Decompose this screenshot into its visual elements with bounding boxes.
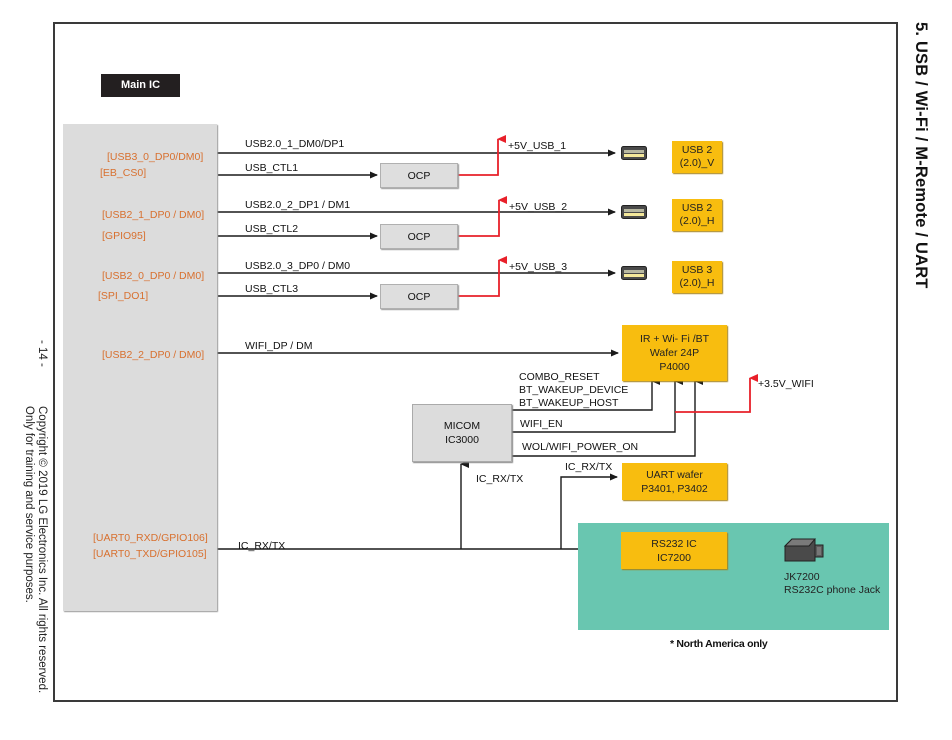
- wifi-block-line: IR + Wi- Fi /BT: [639, 333, 710, 345]
- usb-port-block-3: USB 3 (2.0)_H: [672, 261, 722, 293]
- usb-port-icon: [621, 205, 647, 219]
- footnote: * North America only: [670, 638, 768, 650]
- usb-port-icon: [621, 146, 647, 160]
- bt-wakeup-device-signal: BT_WAKEUP_DEVICE: [519, 384, 629, 396]
- usb2-power-line: [458, 196, 507, 237]
- combo-reset-signal: COMBO_RESET: [519, 371, 600, 383]
- jack-description: RS232C phone Jack: [784, 584, 881, 596]
- main-uart-signal: IC_RX/TX: [238, 540, 286, 552]
- pin-label: [SPI_DO1]: [98, 290, 149, 302]
- wifi-power-label: +3.5V_WIFI: [758, 378, 814, 390]
- ocp-block-3: OCP: [380, 284, 458, 309]
- pin-label: [USB3_0_DP0/DM0]: [107, 151, 204, 163]
- jack-ref: JK7200: [784, 571, 820, 583]
- uart-wafer-signal: IC_RX/TX: [565, 461, 613, 473]
- rs232-ic-block: RS232 IC IC7200: [621, 532, 727, 569]
- usb2-power-label: +5V_USB_2: [509, 201, 568, 213]
- pin-label: [GPIO95]: [102, 230, 146, 242]
- wifi-data-signal: WIFI_DP / DM: [245, 340, 313, 352]
- micom-uart-signal: IC_RX/TX: [476, 473, 524, 485]
- wifi-en-signal: WIFI_EN: [520, 418, 563, 430]
- uart-wafer-line: [560, 473, 618, 549]
- usb-port-name: USB 2: [681, 202, 713, 214]
- usb3-power-line: [458, 256, 507, 297]
- combo-reset-line: [512, 377, 660, 411]
- uart-wafer-name: UART wafer: [646, 468, 703, 481]
- micom-block: MICOM IC3000: [412, 404, 512, 462]
- pin-label: [USB2_1_DP0 / DM0]: [102, 209, 205, 221]
- ocp-block-1: OCP: [380, 163, 458, 188]
- micom-part: IC3000: [445, 434, 479, 446]
- rs232-ic-name: RS232 IC: [651, 537, 697, 550]
- usb3-power-label: +5V_USB_3: [509, 261, 568, 273]
- usb2-data-signal: USB2.0_2_DP1 / DM1: [245, 199, 351, 211]
- wifi-block-line: P4000: [659, 361, 690, 373]
- pin-label: [EB_CS0]: [100, 167, 147, 179]
- wol-line: [512, 377, 703, 457]
- usb1-ctl-signal: USB_CTL1: [245, 162, 299, 174]
- wifi-block-line: Wafer 24P: [649, 347, 700, 359]
- usb-port-type: (2.0)_H: [679, 215, 715, 227]
- usb-port-type: (2.0)_V: [679, 157, 715, 169]
- wifi-en-line: [512, 377, 683, 433]
- usb-port-name: USB 2: [681, 144, 713, 156]
- usb2-ctl-signal: USB_CTL2: [245, 223, 299, 235]
- main-ic-tag: Main IC: [101, 74, 180, 97]
- pin-label: [UART0_TXD/GPIO105]: [93, 548, 207, 560]
- bt-wakeup-host-signal: BT_WAKEUP_HOST: [519, 397, 619, 409]
- usb-port-block-2: USB 2 (2.0)_H: [672, 199, 722, 231]
- usb1-power-label: +5V_USB_1: [508, 140, 567, 152]
- phone-jack-icon: [783, 538, 824, 562]
- pin-label: [USB2_0_DP0 / DM0]: [102, 270, 205, 282]
- uart-wafer-part: P3401, P3402: [641, 482, 708, 495]
- usb-port-name: USB 3: [681, 264, 713, 276]
- usb-port-type: (2.0)_H: [679, 277, 715, 289]
- usb3-ctl-signal: USB_CTL3: [245, 283, 299, 295]
- uart-wafer-block: UART wafer P3401, P3402: [622, 463, 727, 500]
- pin-label: [UART0_RXD/GPIO106]: [93, 532, 208, 544]
- usb1-data-signal: USB2.0_1_DM0/DP1: [245, 138, 345, 150]
- usb3-data-signal: USB2.0_3_DP0 / DM0: [245, 260, 351, 272]
- wifi-power-line: [675, 374, 758, 413]
- usb1-power-line: [458, 135, 506, 176]
- wifi-bt-wafer-block: IR + Wi- Fi /BT Wafer 24P P4000: [622, 325, 727, 381]
- pin-label: [USB2_2_DP0 / DM0]: [102, 349, 205, 361]
- usb-port-icon: [621, 266, 647, 280]
- wol-wifi-power-on-signal: WOL/WIFI_POWER_ON: [522, 441, 639, 453]
- rs232-ic-part: IC7200: [657, 551, 691, 564]
- usb-port-block-1: USB 2 (2.0)_V: [672, 141, 722, 173]
- ocp-block-2: OCP: [380, 224, 458, 249]
- diagram-frame: [53, 22, 898, 702]
- micom-name: MICOM: [443, 420, 481, 432]
- main-ic-block: [63, 124, 217, 611]
